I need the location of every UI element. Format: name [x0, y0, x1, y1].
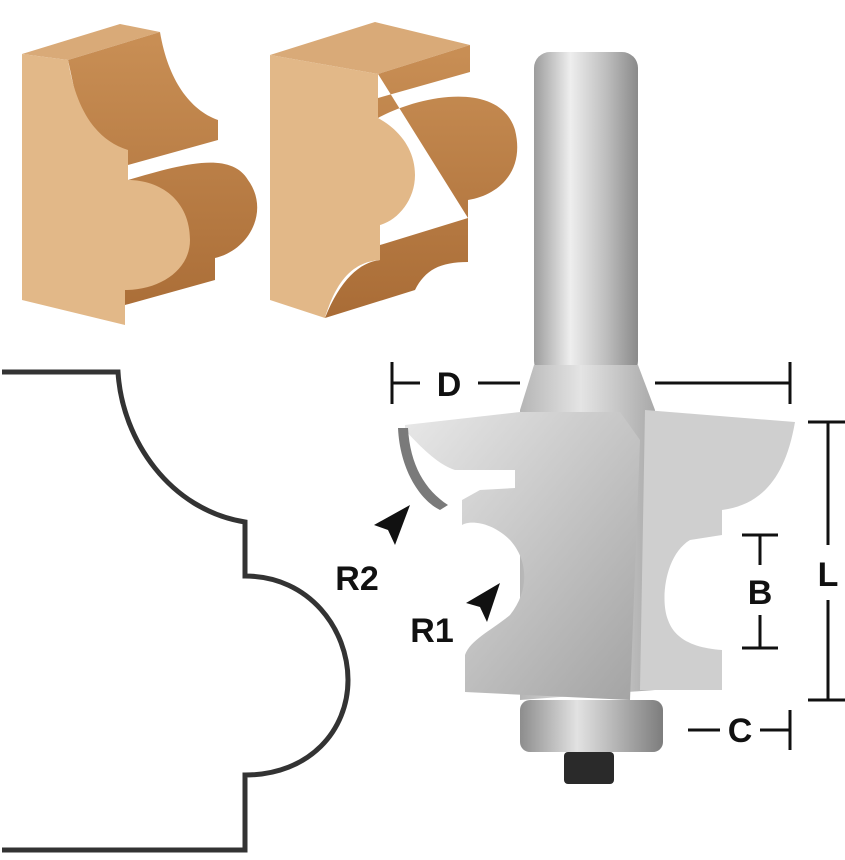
cutter-right: [640, 410, 795, 690]
cutter-left: [405, 412, 640, 700]
arrow-pointer-icon: [466, 583, 500, 622]
dimension-c: [688, 710, 792, 750]
dimension-b: [742, 533, 778, 650]
arrow-pointer-icon: [374, 505, 410, 545]
dimension-d-label: D: [437, 366, 462, 404]
wood-sample-left: [22, 24, 258, 325]
wood-sample-left-top: [22, 24, 160, 60]
wood-sample-right: [270, 22, 518, 318]
dimension-d: [390, 362, 792, 404]
r1-label: R1: [410, 612, 453, 650]
bearing-screw: [564, 752, 614, 784]
wood-sample-left-front: [22, 54, 190, 325]
r2-label: R2: [335, 560, 378, 598]
dimension-l-label: L: [818, 556, 839, 594]
wood-sample-right-profile: [325, 45, 518, 318]
router-bit: [398, 52, 795, 784]
bearing: [520, 700, 663, 752]
shank: [534, 52, 638, 377]
wood-sample-right-top: [270, 22, 470, 74]
dimension-c-label: C: [728, 712, 753, 750]
profile-outline: [2, 369, 351, 853]
r2-edge: [398, 428, 448, 510]
dimension-l: [808, 420, 845, 702]
dimension-b-label: B: [748, 574, 773, 612]
wood-sample-right-front: [270, 55, 415, 318]
